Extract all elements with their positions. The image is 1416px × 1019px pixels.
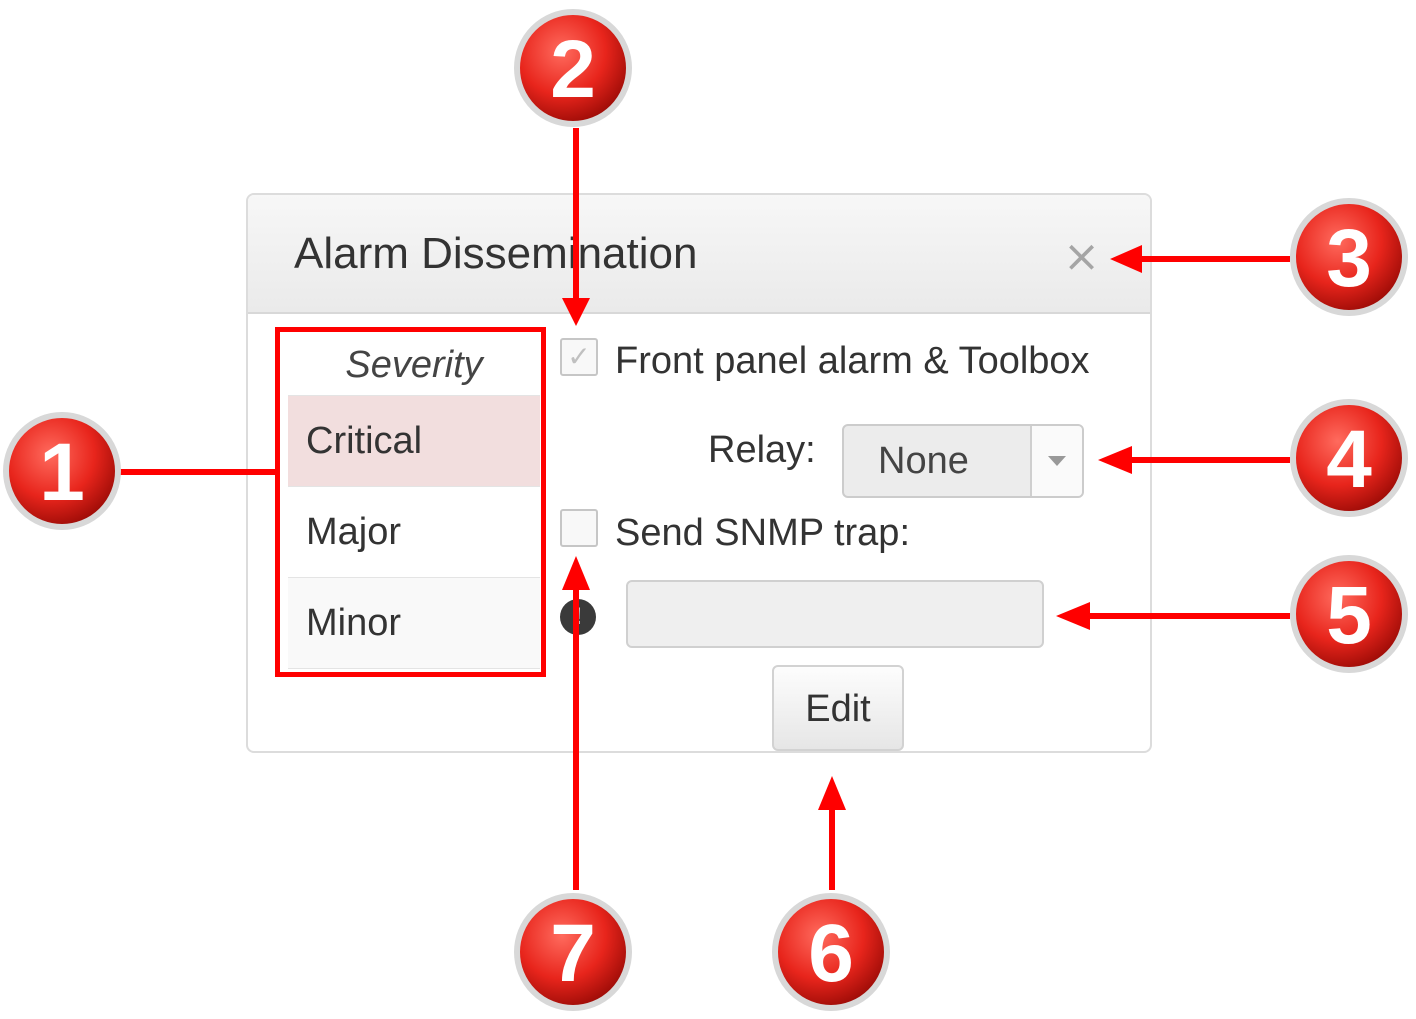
arrowhead-5 <box>1056 602 1090 630</box>
dialog-title: Alarm Dissemination <box>294 229 698 278</box>
alarm-dissemination-dialog: Alarm Dissemination × Severity Critical … <box>246 193 1152 753</box>
chevron-down-icon[interactable] <box>1030 426 1082 496</box>
callout-marker-6: 6 <box>772 893 890 1011</box>
snmp-checkbox[interactable] <box>560 509 598 547</box>
callout-number-2: 2 <box>550 24 596 115</box>
relay-select[interactable]: None <box>842 424 1084 498</box>
relay-value: None <box>878 440 969 482</box>
arrowhead-2 <box>562 298 590 326</box>
callout-marker-3: 3 <box>1290 198 1408 316</box>
snmp-label: Send SNMP trap: <box>615 512 911 554</box>
callout-number-7: 7 <box>550 908 596 999</box>
arrowhead-6 <box>818 776 846 810</box>
close-icon[interactable]: × <box>1063 231 1100 282</box>
severity-header: Severity <box>288 335 540 396</box>
callout-marker-5: 5 <box>1290 555 1408 673</box>
relay-label: Relay: <box>708 429 816 471</box>
callout-marker-4: 4 <box>1290 399 1408 517</box>
front-panel-label: Front panel alarm & Toolbox <box>615 340 1090 382</box>
callout-number-4: 4 <box>1326 414 1372 505</box>
callout-number-5: 5 <box>1326 570 1372 661</box>
arrowhead-7 <box>562 556 590 590</box>
callout-number-3: 3 <box>1326 213 1372 304</box>
callout-connectors <box>120 128 1290 890</box>
dialog-header: Alarm Dissemination × <box>248 195 1150 314</box>
severity-item-critical[interactable]: Critical <box>288 396 540 487</box>
callout-marker-7: 7 <box>514 893 632 1011</box>
callout-marker-1: 1 <box>3 412 121 530</box>
severity-item-major[interactable]: Major <box>288 487 540 578</box>
callout-number-6: 6 <box>808 908 854 999</box>
callout-number-1: 1 <box>39 427 85 518</box>
severity-highlight-box <box>275 327 546 677</box>
callout-marker-2: 2 <box>514 9 632 127</box>
arrowhead-3 <box>1110 245 1142 273</box>
snmp-trap-input[interactable] <box>626 580 1044 648</box>
severity-item-minor[interactable]: Minor <box>288 578 540 669</box>
arrowhead-4 <box>1098 446 1132 474</box>
front-panel-checkbox[interactable]: ✓ <box>560 338 598 376</box>
severity-list: Severity Critical Major Minor <box>288 335 540 669</box>
edit-button[interactable]: Edit <box>772 665 904 751</box>
